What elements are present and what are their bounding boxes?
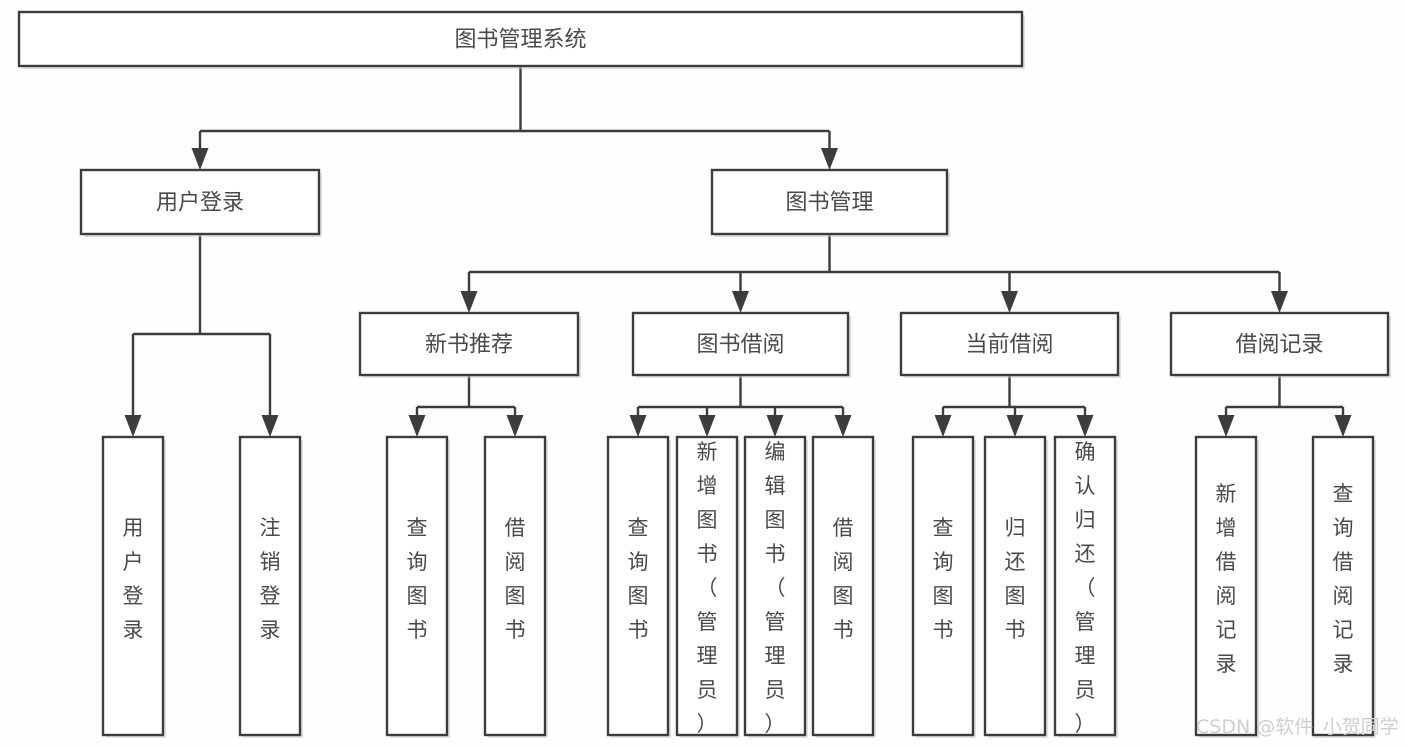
node-label: 借阅图书 <box>505 516 526 642</box>
node-leaf-rec-borrow[interactable]: 借阅图书 <box>483 435 548 738</box>
node-box[interactable] <box>911 435 975 737</box>
node-leaf-borrow-book[interactable]: 借阅图书 <box>811 435 876 738</box>
arrow-head-icon <box>934 415 952 437</box>
node-borrow-record[interactable]: 借阅记录 <box>1169 311 1391 378</box>
arrow-head-icon <box>1334 415 1352 437</box>
arrow-head-icon <box>124 415 142 437</box>
arrow-head-icon <box>1217 415 1235 437</box>
node-box[interactable] <box>79 168 321 236</box>
arrow-head-icon <box>1076 415 1094 437</box>
node-box[interactable] <box>17 10 1024 68</box>
node-leaf-return-book[interactable]: 归还图书 <box>983 435 1048 738</box>
node-leaf-add-record[interactable]: 新增借阅记录 <box>1194 435 1259 738</box>
arrow-head-icon <box>261 415 279 437</box>
node-box[interactable] <box>899 311 1120 377</box>
node-label: 借阅记录 <box>1235 333 1323 358</box>
node-leaf-rec-query[interactable]: 查询图书 <box>385 435 450 738</box>
node-box[interactable] <box>606 435 670 737</box>
node-label: 图书管理系统 <box>454 28 586 53</box>
node-label: 查询图书 <box>407 516 428 642</box>
node-leaf-user-login[interactable]: 用户登录 <box>101 435 166 738</box>
node-book-manage[interactable]: 图书管理 <box>710 168 950 237</box>
node-box[interactable] <box>983 435 1047 737</box>
node-box[interactable] <box>631 311 850 377</box>
arrow-head-icon <box>408 415 426 437</box>
node-label: 图书借阅 <box>696 333 784 358</box>
node-box[interactable] <box>1053 435 1117 737</box>
node-leaf-query-record[interactable]: 查询借阅记录 <box>1311 435 1376 738</box>
node-label: 编辑图书（管理员） <box>765 440 786 736</box>
node-label: 用户登录 <box>123 516 144 642</box>
node-leaf-confirm-return[interactable]: 确认归还（管理员） <box>1053 435 1118 738</box>
node-label: 新书推荐 <box>425 333 513 358</box>
node-box[interactable] <box>483 435 547 737</box>
node-box[interactable] <box>675 435 739 737</box>
arrow-head-icon <box>698 415 716 437</box>
arrow-head-icon <box>629 415 647 437</box>
node-box[interactable] <box>743 435 807 737</box>
arrow-head-icon <box>1006 415 1024 437</box>
node-leaf-borrow-query[interactable]: 查询图书 <box>606 435 671 738</box>
node-label: 当前借阅 <box>965 333 1053 358</box>
node-new-book-rec[interactable]: 新书推荐 <box>358 311 581 378</box>
node-label: 图书管理 <box>785 191 873 216</box>
node-label: 借阅图书 <box>833 516 854 642</box>
node-box[interactable] <box>811 435 875 737</box>
node-leaf-logout[interactable]: 注销登录 <box>238 435 303 738</box>
arrow-head-icon <box>766 415 784 437</box>
node-box[interactable] <box>238 435 302 737</box>
arrow-head-icon <box>506 415 524 437</box>
node-box[interactable] <box>1169 311 1390 377</box>
node-label: 注销登录 <box>260 516 281 642</box>
arrow-head-icon <box>1001 291 1018 313</box>
arrow-head-icon <box>834 415 852 437</box>
node-label: 查询借阅记录 <box>1333 482 1354 676</box>
node-leaf-edit-book[interactable]: 编辑图书（管理员） <box>743 435 808 738</box>
edge-layer <box>124 66 1352 437</box>
node-label: 查询图书 <box>933 516 954 642</box>
node-book-borrow[interactable]: 图书借阅 <box>631 311 851 378</box>
node-root[interactable]: 图书管理系统 <box>17 10 1025 69</box>
arrow-head-icon <box>460 291 478 313</box>
node-current-borrow[interactable]: 当前借阅 <box>899 311 1121 378</box>
node-leaf-cur-query[interactable]: 查询图书 <box>911 435 976 738</box>
node-label: 查询图书 <box>628 516 649 642</box>
node-label: 确认归还（管理员） <box>1075 440 1096 736</box>
node-box[interactable] <box>1194 435 1258 737</box>
node-box[interactable] <box>101 435 165 737</box>
watermark-label: CSDN @软件_小贺同学 <box>1196 716 1399 738</box>
arrow-head-icon <box>732 291 749 313</box>
node-box[interactable] <box>358 311 580 377</box>
arrow-head-icon <box>1271 291 1288 313</box>
node-layer: 图书管理系统用户登录图书管理新书推荐图书借阅当前借阅借阅记录用户登录注销登录查询… <box>17 10 1391 738</box>
node-label: 用户登录 <box>156 191 244 216</box>
node-box[interactable] <box>1311 435 1375 737</box>
node-label: 归还图书 <box>1005 516 1026 642</box>
node-box[interactable] <box>385 435 449 737</box>
node-label: 新增图书（管理员） <box>697 440 718 736</box>
arrow-head-icon <box>191 148 209 170</box>
node-box[interactable] <box>710 168 949 236</box>
arrow-head-icon <box>821 148 838 170</box>
node-user-login[interactable]: 用户登录 <box>79 168 322 237</box>
node-leaf-add-book[interactable]: 新增图书（管理员） <box>675 435 740 738</box>
node-label: 新增借阅记录 <box>1216 482 1237 676</box>
